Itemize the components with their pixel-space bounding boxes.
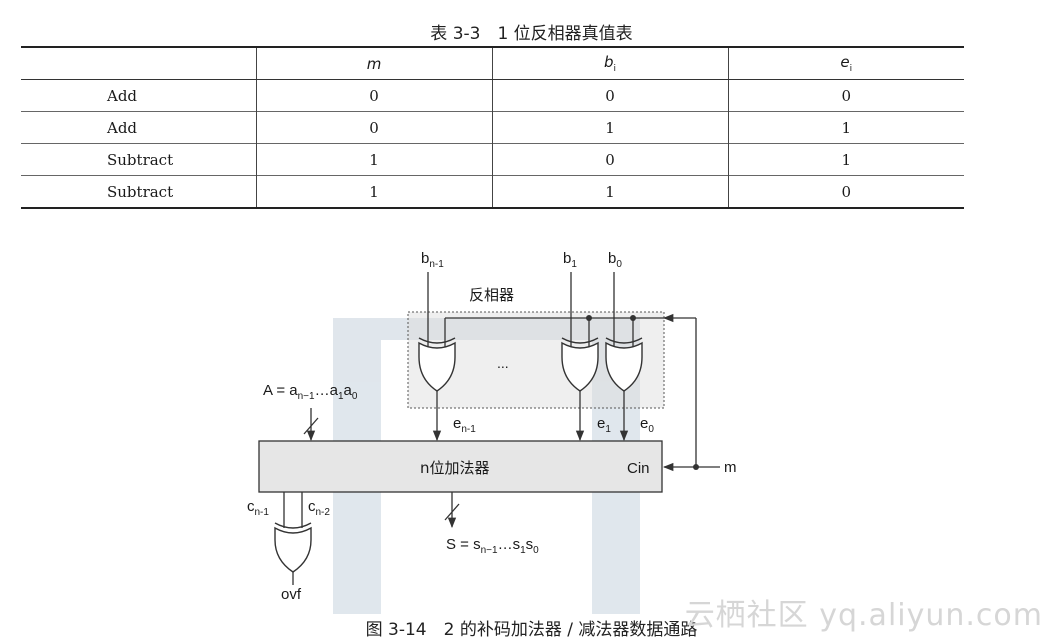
e-label-1: e1 [597, 415, 611, 435]
header-cell-b: bi [491, 47, 728, 80]
table-cell: Add [21, 111, 256, 144]
table-cell: 0 [727, 79, 964, 112]
table-header-row: m bi ei [21, 47, 964, 80]
adder-label: n位加法器 [420, 459, 490, 477]
watermark-text: 云栖社区 yq.aliyun.com [684, 598, 1043, 633]
junction-dot [630, 315, 636, 321]
s-bus-label: S = sn−1…s1s0 [446, 536, 539, 556]
junction-dot [693, 464, 699, 470]
table-row: Subtract 1 1 0 [21, 175, 964, 208]
header-cell-operation [21, 47, 256, 80]
e-label-0: e0 [640, 415, 654, 435]
table-cell: 1 [255, 175, 492, 208]
xor-gate-ovf [274, 522, 312, 573]
input-label-bn1: bn-1 [421, 250, 444, 270]
carry-label-n1: cn-1 [247, 498, 269, 518]
header-cell-e: ei [727, 47, 964, 80]
figure-caption: 图 3-14 2 的补码加法器 / 减法器数据通路 [365, 620, 698, 640]
e-wires [432, 391, 629, 442]
truth-table: m bi ei Add 0 0 0 Add 0 1 1 Subtract 1 0… [21, 46, 964, 209]
table-cell: 1 [491, 175, 728, 208]
input-label-b0: b0 [608, 250, 622, 270]
carry-label-n2: cn-2 [308, 498, 330, 518]
a-bus-wire [303, 408, 319, 442]
header-cell-m: m [255, 47, 492, 80]
table-cell: 1 [727, 111, 964, 144]
table-caption: 表 3-3 1 位反相器真值表 [430, 24, 633, 44]
table-cell: 1 [491, 111, 728, 144]
n-bit-adder [258, 440, 663, 493]
carry-wires [283, 492, 303, 585]
table-cell: 1 [255, 143, 492, 176]
junction-dot [586, 315, 592, 321]
inverter-label: 反相器 [469, 286, 514, 304]
table-cell: 0 [491, 143, 728, 176]
table-cell: 1 [727, 143, 964, 176]
xor-gate-n1 [418, 337, 456, 392]
gate-ellipsis: ... [497, 355, 509, 371]
cin-label: Cin [627, 460, 650, 477]
xor-gate-1 [561, 337, 599, 392]
xor-gates [418, 337, 643, 392]
e-label-n1: en-1 [453, 415, 476, 435]
input-label-b1: b1 [563, 250, 577, 270]
table-cell: Subtract [21, 175, 256, 208]
table-row: Subtract 1 0 1 [21, 143, 964, 176]
table-cell: 0 [255, 111, 492, 144]
table-row: Add 0 1 1 [21, 111, 964, 144]
a-bus-label: A = an−1…a1a0 [263, 382, 358, 402]
table-cell: Subtract [21, 143, 256, 176]
xor-gate-0 [605, 337, 643, 392]
ovf-label: ovf [281, 586, 302, 603]
table-cell: 0 [727, 175, 964, 208]
s-bus-wire [444, 492, 460, 529]
m-label: m [724, 459, 737, 476]
table-cell: Add [107, 86, 138, 105]
table-cell: 0 [491, 79, 728, 112]
table-cell: 0 [255, 79, 492, 112]
table-row: Add 0 0 0 [21, 79, 964, 112]
